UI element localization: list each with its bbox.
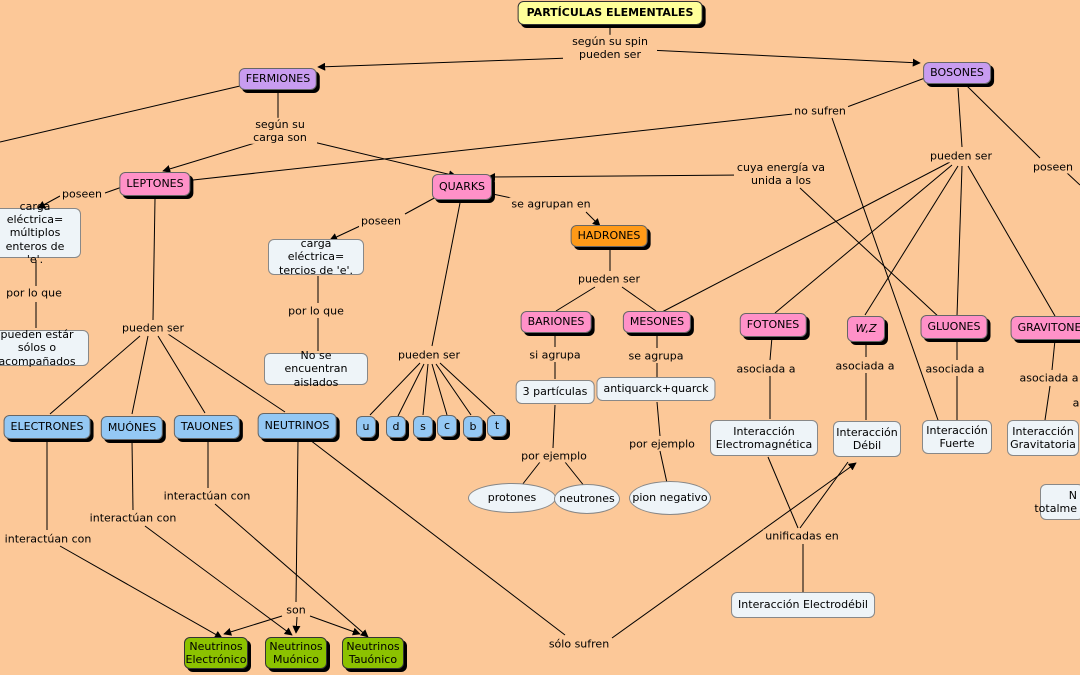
aislados-node[interactable]: No se encuentran aislados: [264, 349, 368, 389]
mesones-node[interactable]: MESONES: [622, 311, 692, 333]
pion-node[interactable]: pion negativo: [629, 481, 711, 515]
link-pueden-ser-bosones: pueden ser: [928, 149, 994, 163]
link-por-ejemplo-1: por ejemplo: [519, 449, 589, 463]
bariones-node[interactable]: BARIONES: [520, 311, 592, 333]
neutrones-node[interactable]: neutrones: [554, 484, 620, 514]
quark-d-node[interactable]: d: [386, 416, 406, 438]
link-segun-carga: según su carga son: [243, 117, 317, 145]
quark-t-node[interactable]: t: [487, 415, 507, 437]
link-no-sufren: no sufren: [792, 104, 848, 118]
muones-node[interactable]: MUÓNES: [100, 416, 164, 440]
link-por-lo-que-2: por lo que: [286, 304, 346, 318]
link-segun-spin: según su spin pueden ser: [563, 34, 657, 62]
link-poseen-bosones: poseen: [1031, 160, 1075, 174]
link-asociada-fotones: asociada a: [734, 362, 798, 376]
link-poseen-quarks: poseen: [359, 214, 403, 228]
link-interactuan-electrones: interactúan con: [2, 532, 94, 546]
interaccion-debil-node[interactable]: Interacción Débil: [833, 421, 901, 457]
link-pueden-ser-hadrones: pueden ser: [576, 272, 642, 286]
link-unificadas: unificadas en: [763, 529, 841, 543]
neutrino-muonico-node[interactable]: Neutrinos Muónico: [265, 637, 327, 669]
wz-node[interactable]: W,Z: [847, 316, 885, 342]
link-pueden-ser-quarks: pueden ser: [396, 348, 462, 362]
interaccion-electrodebil-node[interactable]: Interacción Electrodébil: [731, 592, 875, 618]
fermiones-node[interactable]: FERMIONES: [238, 68, 318, 90]
link-poseen-leptones: poseen: [60, 187, 104, 201]
link-interactuan-muones: interactúan con: [87, 511, 179, 525]
interaccion-gravitatoria-node[interactable]: Interacción Gravitatoria: [1007, 420, 1079, 456]
gravitones-node[interactable]: GRAVITONES: [1010, 316, 1080, 340]
antiquark-node[interactable]: antiquarck+quarck: [596, 377, 716, 401]
hadrones-node[interactable]: HADRONES: [570, 225, 648, 247]
lepton-charge-node[interactable]: carga eléctrica= múltiplos enteros de 'e…: [0, 200, 81, 266]
link-pueden-ser-leptones: pueden ser: [120, 321, 186, 335]
link-son: son: [284, 603, 308, 617]
leptones-node[interactable]: LEPTONES: [119, 172, 191, 196]
link-se-agrupa: se agrupa: [626, 349, 686, 363]
neutrino-electronico-node[interactable]: Neutrinos Electrónico: [184, 637, 248, 669]
quark-charge-node[interactable]: carga eléctrica= tercios de 'e'.: [268, 237, 364, 277]
link-por-lo-que-1: por lo que: [4, 286, 64, 300]
tauones-node[interactable]: TAUONES: [173, 415, 241, 439]
bosones-node[interactable]: BOSONES: [923, 62, 991, 84]
link-interactuan-tauones: interactúan con: [161, 489, 253, 503]
link-asociada-gravitones: asociada a: [1017, 371, 1080, 385]
tres-particulas-node[interactable]: 3 partículas: [515, 380, 595, 404]
protones-node[interactable]: protones: [468, 483, 556, 513]
electrones-node[interactable]: ELECTRONES: [3, 415, 91, 439]
interaccion-fuerte-node[interactable]: Interacción Fuerte: [922, 420, 992, 454]
link-asociada-gluones: asociada a: [923, 362, 987, 376]
quark-s-node[interactable]: s: [413, 416, 433, 438]
quark-c-node[interactable]: c: [437, 415, 457, 437]
link-si-agrupa: si agrupa: [527, 348, 583, 362]
solos-acompanados-node[interactable]: pueden estár sólos o acompañados: [0, 328, 89, 368]
partial-right-node[interactable]: N totalme: [1034, 484, 1080, 520]
link-asociada-wz: asociada a: [833, 359, 897, 373]
link-por-ejemplo-2: por ejemplo: [627, 437, 697, 451]
fotones-node[interactable]: FOTONES: [739, 313, 807, 337]
link-se-agrupan: se agrupan en: [509, 197, 593, 211]
gluones-node[interactable]: GLUONES: [920, 315, 988, 339]
neutrino-tauonico-node[interactable]: Neutrinos Tauónico: [342, 637, 404, 669]
link-cuya-energia: cuya energía va unida a los: [734, 160, 828, 188]
neutrinos-node[interactable]: NEUTRINOS: [257, 413, 337, 439]
link-partial-a: a: [1070, 396, 1080, 410]
quark-u-node[interactable]: u: [356, 416, 376, 438]
quark-b-node[interactable]: b: [463, 416, 483, 438]
root-node[interactable]: PARTÍCULAS ELEMENTALES: [517, 1, 703, 25]
quarks-node[interactable]: QUARKS: [431, 174, 493, 200]
link-solo-sufren: sólo sufren: [546, 637, 612, 651]
interaccion-electromagnetica-node[interactable]: Interacción Electromagnética: [710, 420, 818, 456]
